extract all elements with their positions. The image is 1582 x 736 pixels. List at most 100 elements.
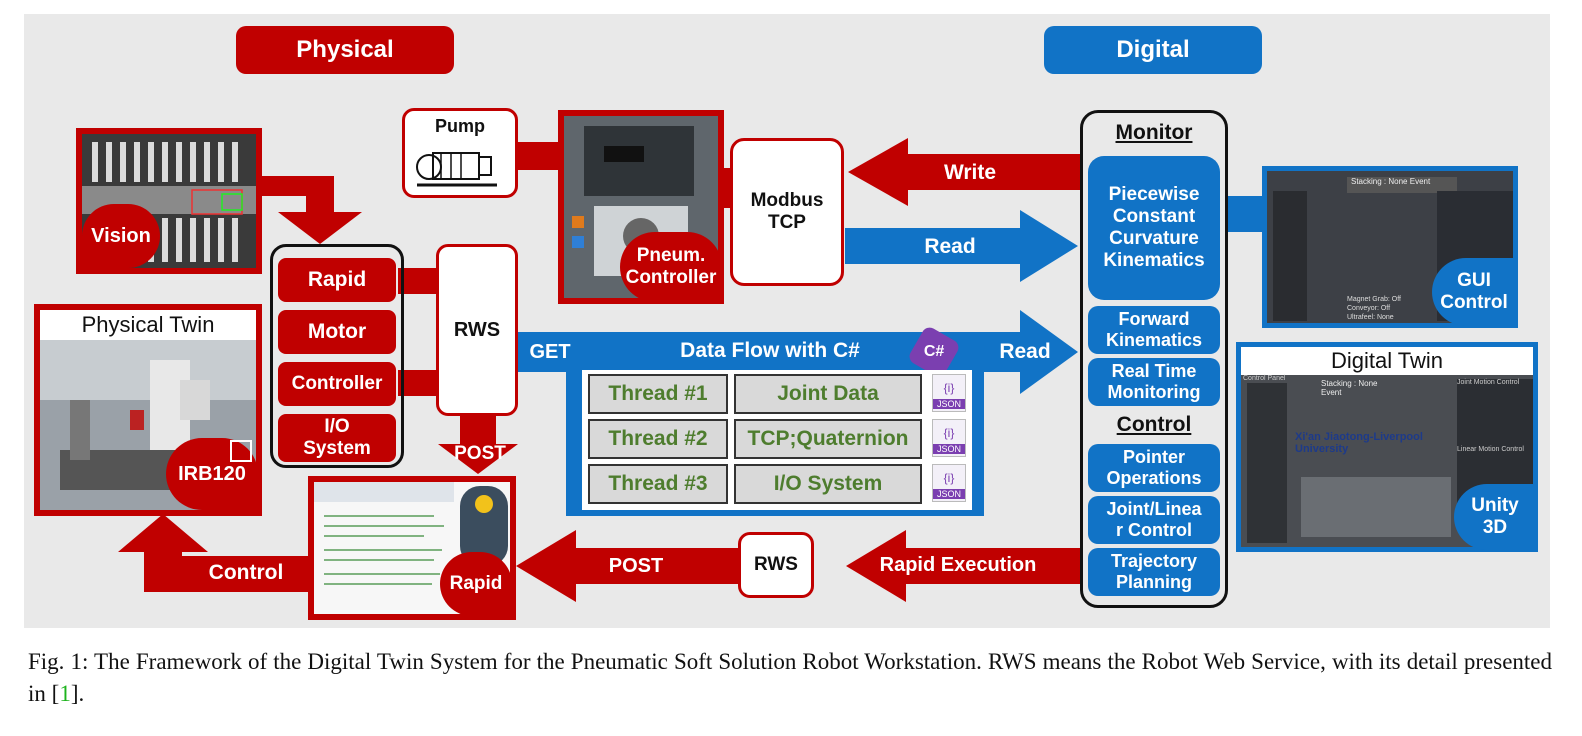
- write-label: Write: [943, 160, 997, 184]
- control-title: Control: [1116, 412, 1192, 436]
- json-text-2: JSON: [933, 444, 965, 454]
- read-label-mid: Read: [999, 339, 1051, 363]
- gui-conveyor-value: Off: [1380, 305, 1391, 312]
- rapid-exec-arrow: [846, 530, 1080, 602]
- post-down-arrow: [438, 416, 518, 474]
- json-icon-1: {i} JSON: [932, 374, 966, 412]
- physical-twin-photo: Physical Twin: [34, 304, 262, 516]
- control-label: Control: [208, 560, 284, 584]
- controller-icon: [230, 440, 252, 462]
- control-arrow-body: [182, 556, 310, 592]
- json-icon-3: {i} JSON: [932, 464, 966, 502]
- motor-item: Motor: [278, 310, 396, 354]
- gui-stacking-label: Stacking :: [1351, 177, 1387, 186]
- joint-data: Joint Data: [734, 374, 922, 414]
- modbus-box: Modbus TCP: [730, 138, 844, 286]
- physical-header: Physical: [236, 26, 454, 74]
- twin-university-sign: Xi'an Jiaotong-Liverpool University: [1295, 431, 1423, 455]
- pneum-label: Pneum. Controller: [620, 232, 722, 302]
- json-braces-2: {i}: [943, 426, 955, 440]
- twin-floor: [1301, 477, 1451, 537]
- gui-ultra-label: Ultrafeel:: [1347, 314, 1376, 321]
- io-system-data: I/O System: [734, 464, 922, 504]
- gui-event-label: Event: [1409, 177, 1431, 186]
- trajectory-planning: Trajectory Planning: [1088, 548, 1220, 596]
- io-system-item: I/O System: [278, 414, 396, 462]
- gui-side-toolbar: [1273, 191, 1307, 321]
- gui-status-ultra: Ultrafeel: None: [1347, 313, 1427, 322]
- gui-stacking-field: Stacking : None Event: [1347, 177, 1457, 193]
- physical-twin-title: Physical Twin: [81, 312, 215, 338]
- controller-item: Controller: [278, 362, 396, 406]
- digital-header: Digital: [1044, 26, 1262, 74]
- json-braces-3: {i}: [943, 471, 955, 485]
- json-braces-1: {i}: [943, 381, 955, 395]
- twin-joint-motion: Joint Motion Control: [1457, 379, 1520, 386]
- read-label-top: Read: [924, 234, 976, 258]
- controller-group: [270, 244, 404, 468]
- rws-bottom: RWS: [738, 532, 814, 598]
- forward-kinematics: Forward Kinematics: [1088, 306, 1220, 354]
- pcc-kinematics: Piecewise Constant Curvature Kinematics: [1088, 156, 1220, 300]
- gui-stacking-value: None: [1388, 177, 1408, 186]
- irb120-text: IRB120: [178, 462, 246, 485]
- gui-magnet-label: Magnet Grab:: [1347, 296, 1390, 303]
- csharp-text: C#: [923, 342, 945, 360]
- gui-link: [1226, 196, 1266, 232]
- figure-caption: Fig. 1: The Framework of the Digital Twi…: [28, 646, 1552, 710]
- twin-stacking-label: Stacking :: [1321, 379, 1357, 388]
- vision-label: Vision: [82, 204, 160, 268]
- thread-table: Thread #1 Joint Data Thread #2 TCP;Quate…: [582, 370, 972, 510]
- tcp-quaternion: TCP;Quaternion: [734, 419, 922, 459]
- thread-2: Thread #2: [588, 419, 728, 459]
- pointer-operations: Pointer Operations: [1088, 444, 1220, 492]
- read-arrow-top: [845, 210, 1078, 282]
- vision-photo: [76, 128, 262, 274]
- digital-twin-title: Digital Twin: [1241, 347, 1533, 375]
- post-bottom-arrow: [516, 530, 738, 602]
- twin-event-label: Event: [1321, 388, 1342, 397]
- pump-link: [515, 142, 560, 170]
- joint-linear-control: Joint/Linea r Control: [1088, 496, 1220, 544]
- twin-stacking-value: None: [1358, 379, 1378, 388]
- caption-ref-link[interactable]: 1: [59, 681, 71, 706]
- rapid-rws-link: [398, 268, 440, 294]
- pump-icon: [416, 152, 497, 187]
- control-arrow-head: [118, 514, 208, 592]
- twin-control-panel: Control Panel: [1243, 375, 1286, 382]
- json-icon-2: {i} JSON: [932, 419, 966, 457]
- unity-label: Unity 3D: [1454, 484, 1536, 550]
- gui-status-list: Magnet Grab: Off Conveyor: Off Ultrafeel…: [1347, 295, 1427, 323]
- gui-magnet-value: Off: [1391, 296, 1401, 303]
- dataflow-arrow: [516, 310, 1078, 394]
- post-top-label: POST: [454, 443, 506, 465]
- rws-vertical: RWS: [436, 244, 518, 416]
- json-text-1: JSON: [933, 399, 965, 409]
- controller-rws-link: [398, 370, 440, 396]
- twin-side-toolbar: [1247, 383, 1287, 543]
- post-bottom-label: POST: [608, 554, 664, 577]
- gui-ultra-value: None: [1376, 314, 1394, 321]
- gui-conveyor-label: Conveyor:: [1347, 305, 1379, 312]
- thread-1: Thread #1: [588, 374, 728, 414]
- pump-label: Pump: [434, 115, 485, 136]
- irb120-label: IRB120: [166, 438, 258, 510]
- vision-arrow: [258, 176, 362, 244]
- rapid-badge: Rapid: [440, 552, 512, 616]
- json-text-3: JSON: [933, 489, 965, 499]
- rapid-item: Rapid: [278, 258, 396, 302]
- gui-status-conveyor: Conveyor: Off: [1347, 304, 1427, 313]
- gui-control-label: GUI Control: [1432, 258, 1516, 326]
- caption-text: Fig. 1: The Framework of the Digital Twi…: [28, 649, 1552, 706]
- realtime-monitoring: Real Time Monitoring: [1088, 358, 1220, 406]
- monitor-control-group: [1080, 110, 1228, 608]
- rapid-exec-label: Rapid Execution: [879, 553, 1037, 576]
- twin-linear-motion: Linear Motion Control: [1457, 446, 1524, 453]
- thread-3: Thread #3: [588, 464, 728, 504]
- monitor-title: Monitor: [1115, 120, 1193, 144]
- gui-status-magnet: Magnet Grab: Off: [1347, 295, 1427, 304]
- caption-end: ].: [70, 681, 85, 706]
- write-arrow: [848, 138, 1080, 206]
- get-label: GET: [529, 340, 571, 363]
